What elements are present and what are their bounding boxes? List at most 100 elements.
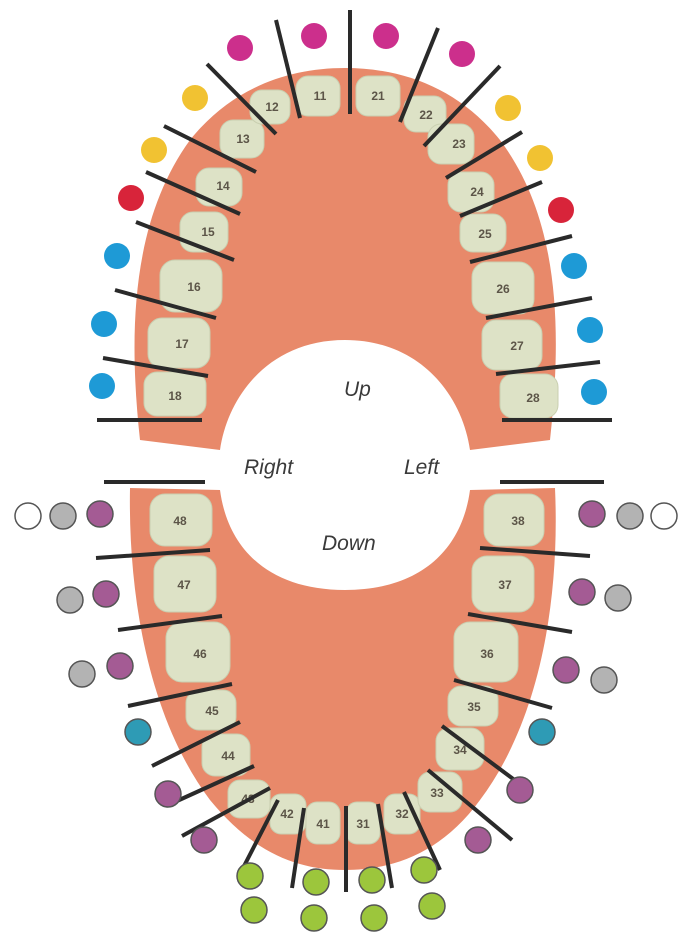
- dot-gray[interactable]: [591, 667, 617, 693]
- tooth-label: 21: [371, 89, 385, 103]
- tooth-28[interactable]: 28: [500, 374, 558, 418]
- dot-gray[interactable]: [50, 503, 76, 529]
- tooth-45[interactable]: 45: [186, 690, 236, 730]
- tooth-36[interactable]: 36: [454, 622, 518, 682]
- dot-purple[interactable]: [155, 781, 181, 807]
- dot-gray[interactable]: [617, 503, 643, 529]
- tooth-48[interactable]: 48: [150, 494, 212, 546]
- tooth-14[interactable]: 14: [196, 168, 242, 206]
- dot-white[interactable]: [15, 503, 41, 529]
- dot-blue[interactable]: [561, 253, 587, 279]
- tooth-label: 37: [498, 578, 512, 592]
- dot-blue[interactable]: [89, 373, 115, 399]
- tooth-label: 14: [216, 179, 230, 193]
- direction-up-label: Up: [344, 378, 371, 401]
- tooth-label: 22: [419, 108, 433, 122]
- dot-yellow[interactable]: [527, 145, 553, 171]
- tooth-label: 35: [467, 700, 481, 714]
- tooth-label: 42: [280, 807, 294, 821]
- dot-green[interactable]: [303, 869, 329, 895]
- tooth-46[interactable]: 46: [166, 622, 230, 682]
- tooth-11[interactable]: 11: [296, 76, 340, 116]
- dot-red[interactable]: [118, 185, 144, 211]
- tooth-label: 15: [201, 225, 215, 239]
- tooth-label: 47: [177, 578, 191, 592]
- tooth-label: 23: [452, 137, 466, 151]
- tooth-label: 48: [173, 514, 187, 528]
- tooth-47[interactable]: 47: [154, 556, 216, 612]
- tooth-41[interactable]: 41: [306, 802, 340, 844]
- dot-purple[interactable]: [553, 657, 579, 683]
- tooth-label: 16: [187, 280, 201, 294]
- dot-yellow[interactable]: [495, 95, 521, 121]
- dot-purple[interactable]: [579, 501, 605, 527]
- dot-gray[interactable]: [69, 661, 95, 687]
- dot-yellow[interactable]: [141, 137, 167, 163]
- tooth-label: 25: [478, 227, 492, 241]
- tooth-17[interactable]: 17: [148, 318, 210, 368]
- tooth-27[interactable]: 27: [482, 320, 542, 370]
- tooth-21[interactable]: 21: [356, 76, 400, 116]
- tooth-label: 41: [316, 817, 330, 831]
- dot-green[interactable]: [359, 867, 385, 893]
- tooth-label: 12: [265, 100, 279, 114]
- tooth-38[interactable]: 38: [484, 494, 544, 546]
- tooth-label: 28: [526, 391, 540, 405]
- dot-purple[interactable]: [569, 579, 595, 605]
- dot-red[interactable]: [548, 197, 574, 223]
- tooth-13[interactable]: 13: [220, 120, 264, 158]
- tooth-15[interactable]: 15: [180, 212, 228, 252]
- tooth-label: 24: [470, 185, 484, 199]
- dot-blue[interactable]: [577, 317, 603, 343]
- dot-green[interactable]: [419, 893, 445, 919]
- tooth-label: 26: [496, 282, 510, 296]
- dot-magenta[interactable]: [227, 35, 253, 61]
- tooth-label: 38: [511, 514, 525, 528]
- tooth-label: 45: [205, 704, 219, 718]
- dot-green[interactable]: [241, 897, 267, 923]
- dot-gray[interactable]: [57, 587, 83, 613]
- dot-purple[interactable]: [87, 501, 113, 527]
- tooth-31[interactable]: 31: [346, 802, 380, 844]
- tooth-label: 11: [314, 89, 327, 103]
- dot-purple[interactable]: [107, 653, 133, 679]
- dot-purple[interactable]: [191, 827, 217, 853]
- tooth-18[interactable]: 18: [144, 372, 206, 416]
- dot-green[interactable]: [411, 857, 437, 883]
- dot-magenta[interactable]: [449, 41, 475, 67]
- dot-magenta[interactable]: [373, 23, 399, 49]
- tooth-label: 17: [175, 337, 189, 351]
- dot-gray[interactable]: [605, 585, 631, 611]
- dot-purple[interactable]: [93, 581, 119, 607]
- dot-blue[interactable]: [104, 243, 130, 269]
- tooth-label: 33: [430, 786, 444, 800]
- dot-teal[interactable]: [125, 719, 151, 745]
- dot-teal[interactable]: [529, 719, 555, 745]
- tooth-37[interactable]: 37: [472, 556, 534, 612]
- dot-green[interactable]: [361, 905, 387, 931]
- direction-right-label: Right: [244, 456, 294, 479]
- tooth-label: 36: [480, 647, 494, 661]
- tooth-25[interactable]: 25: [460, 214, 506, 252]
- tooth-label: 18: [168, 389, 182, 403]
- tooth-label: 31: [356, 817, 370, 831]
- dot-purple[interactable]: [507, 777, 533, 803]
- tooth-label: 44: [221, 749, 235, 763]
- tooth-34[interactable]: 34: [436, 728, 484, 770]
- dot-green[interactable]: [237, 863, 263, 889]
- dot-yellow[interactable]: [182, 85, 208, 111]
- tooth-label: 32: [395, 807, 409, 821]
- dot-blue[interactable]: [581, 379, 607, 405]
- tooth-26[interactable]: 26: [472, 262, 534, 314]
- dot-white[interactable]: [651, 503, 677, 529]
- tooth-12[interactable]: 12: [250, 90, 290, 124]
- direction-down-label: Down: [322, 532, 376, 555]
- direction-left-label: Left: [404, 456, 440, 479]
- dot-green[interactable]: [301, 905, 327, 931]
- dot-purple[interactable]: [465, 827, 491, 853]
- dot-blue[interactable]: [91, 311, 117, 337]
- tooth-label: 46: [193, 647, 207, 661]
- dot-magenta[interactable]: [301, 23, 327, 49]
- tooth-23[interactable]: 23: [428, 124, 474, 164]
